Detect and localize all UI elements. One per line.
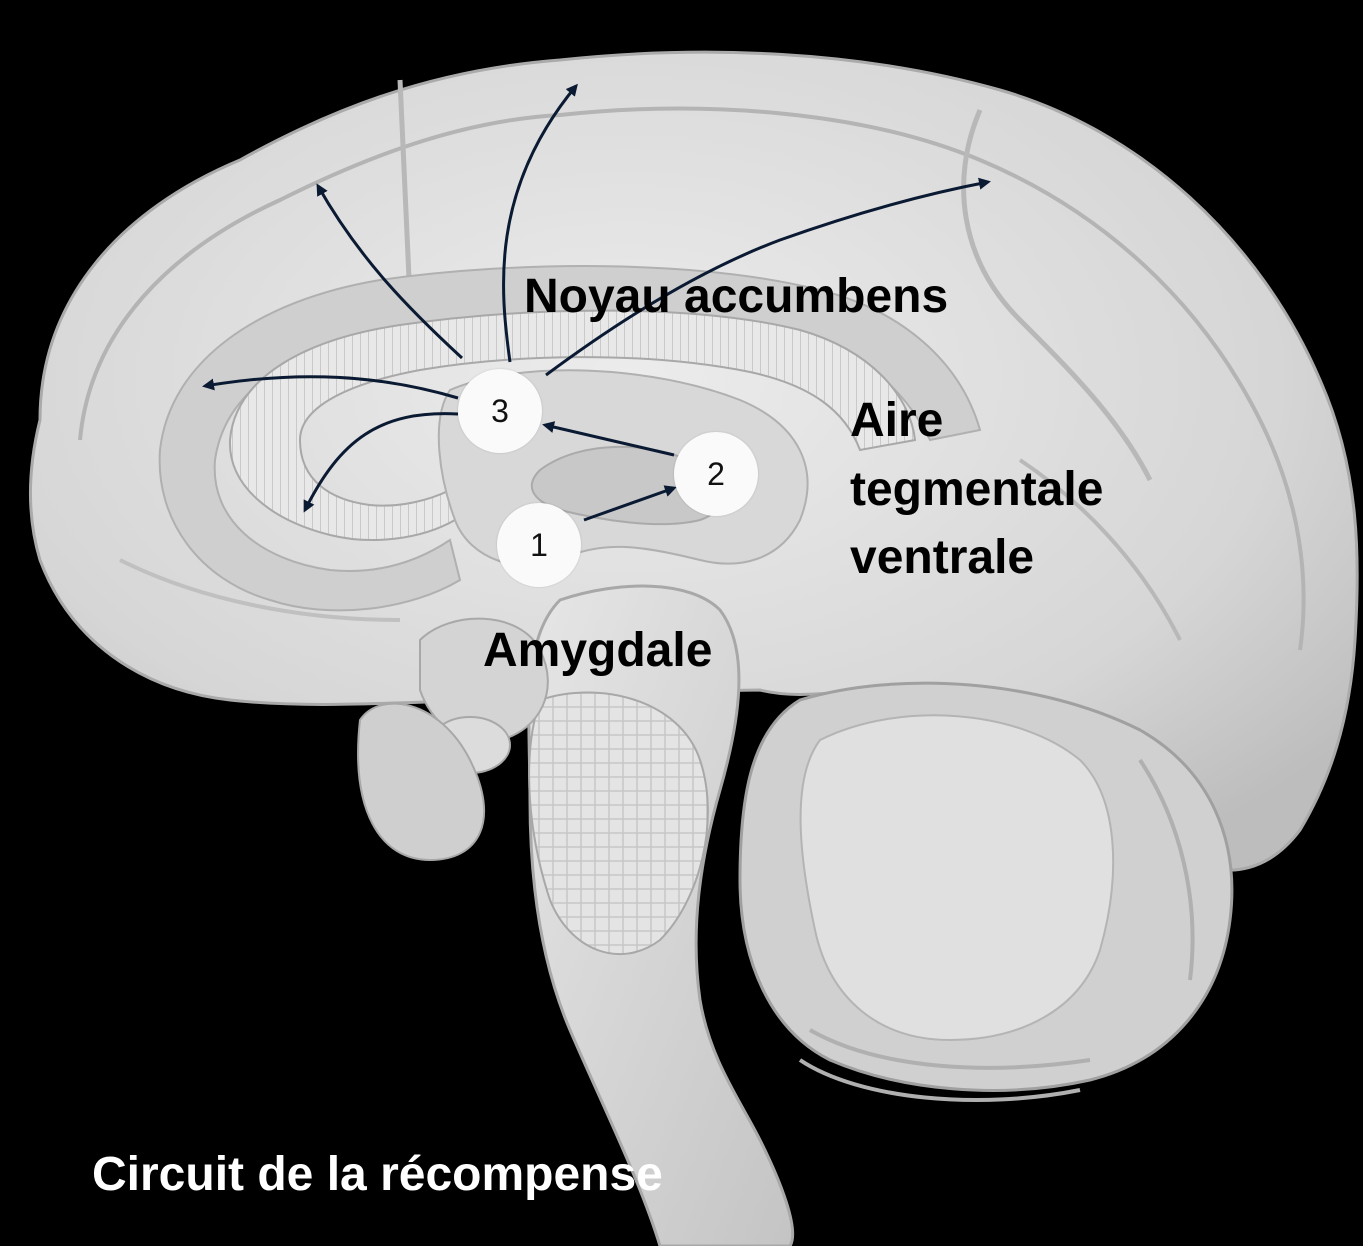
node-1: 1 bbox=[497, 503, 581, 587]
label-nucleus-accumbens: Noyau accumbens bbox=[524, 268, 948, 326]
label-vta-line1: Aire bbox=[850, 392, 943, 450]
node-2: 2 bbox=[674, 432, 758, 516]
arbor-vitae bbox=[801, 715, 1114, 1040]
label-vta-line2: tegmentale bbox=[850, 461, 1103, 519]
caption: Circuit de la récompense bbox=[92, 1146, 663, 1204]
node-1-label: 1 bbox=[530, 527, 548, 564]
node-3-label: 3 bbox=[491, 393, 509, 430]
node-2-label: 2 bbox=[707, 456, 725, 493]
node-3: 3 bbox=[458, 369, 542, 453]
label-vta-line3: ventrale bbox=[850, 529, 1034, 587]
label-amygdala: Amygdale bbox=[483, 622, 712, 680]
